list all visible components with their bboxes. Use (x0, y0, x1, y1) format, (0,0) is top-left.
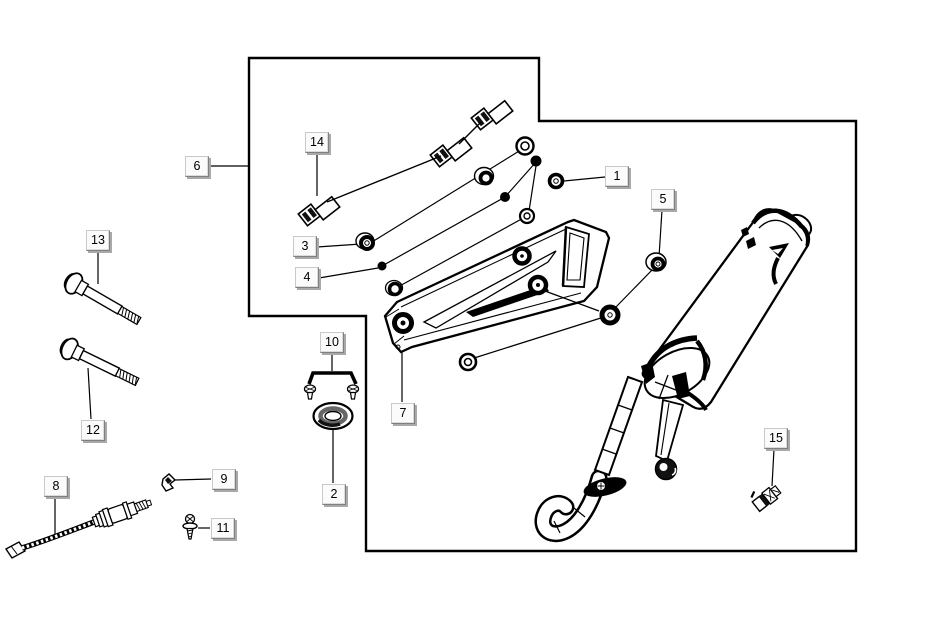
callout-3-number: 3 (301, 239, 309, 254)
callout-2-number: 2 (330, 487, 338, 502)
muffler-drawing (534, 208, 813, 543)
ring-a-drawing (515, 136, 535, 156)
callout-14-number: 14 (310, 135, 324, 150)
nut-c-drawing (384, 279, 404, 297)
sensor-15-drawing (750, 484, 782, 513)
nut-3-drawing (355, 232, 375, 251)
callout-10[interactable]: 10 (320, 332, 344, 353)
spring-clamp-14-drawing (297, 190, 341, 231)
callout-7[interactable]: 7 (391, 403, 415, 424)
callout-11[interactable]: 11 (211, 518, 235, 539)
callout-13-number: 13 (91, 233, 105, 248)
heat-shield-drawing (383, 218, 611, 354)
callout-14[interactable]: 14 (305, 132, 329, 153)
callout-6-number: 6 (193, 159, 201, 174)
washer-d-drawing (458, 352, 478, 372)
callout-5-number: 5 (659, 192, 667, 207)
callout-1-number: 1 (613, 169, 621, 184)
oxygen-sensor-drawing (4, 499, 153, 559)
callout-9[interactable]: 9 (212, 469, 236, 490)
bolt-13-drawing (59, 268, 146, 332)
bushing-d-drawing (599, 304, 621, 326)
nut-1-drawing (547, 172, 565, 190)
clamp-connector-rods (326, 121, 482, 203)
callout-12-number: 12 (86, 423, 100, 438)
gasket-2-drawing (312, 401, 354, 431)
callout-7-number: 7 (399, 406, 407, 421)
callout-15[interactable]: 15 (764, 428, 788, 449)
screw-11-drawing (182, 513, 198, 540)
callout-1[interactable]: 1 (605, 166, 629, 187)
callout-4-number: 4 (303, 270, 311, 285)
callout-4[interactable]: 4 (295, 267, 319, 288)
leader-line-4 (318, 267, 379, 279)
ring-c-drawing (518, 207, 536, 225)
washer-a-drawing (473, 166, 495, 186)
callout-6[interactable]: 6 (185, 156, 209, 177)
leader-line-5 (658, 209, 663, 258)
leader-lines (54, 153, 775, 534)
leader-line-15 (771, 448, 775, 487)
leader-line-1 (563, 176, 606, 182)
leader-line-9 (174, 478, 212, 481)
callout-8-number: 8 (52, 479, 60, 494)
leader-line-12 (87, 367, 92, 420)
callout-15-number: 15 (769, 431, 783, 446)
callout-11-number: 11 (216, 521, 230, 536)
callout-13[interactable]: 13 (86, 230, 110, 251)
bolt-12-drawing (55, 334, 143, 393)
bracket-10-drawing (303, 371, 360, 400)
callout-10-number: 10 (325, 335, 339, 350)
spring-clamp-top-drawing (470, 94, 514, 135)
leader-line-3 (316, 243, 362, 248)
callout-9-number: 9 (220, 472, 228, 487)
stud-dots-drawing (377, 155, 542, 271)
callout-8[interactable]: 8 (44, 476, 68, 497)
nut-5-drawing (645, 252, 667, 272)
clip-9-drawing (161, 473, 177, 492)
callout-12[interactable]: 12 (81, 420, 105, 441)
callout-2[interactable]: 2 (322, 484, 346, 505)
diagram-frame-outline (247, 56, 858, 553)
callout-5[interactable]: 5 (651, 189, 675, 210)
callout-3[interactable]: 3 (293, 236, 317, 257)
